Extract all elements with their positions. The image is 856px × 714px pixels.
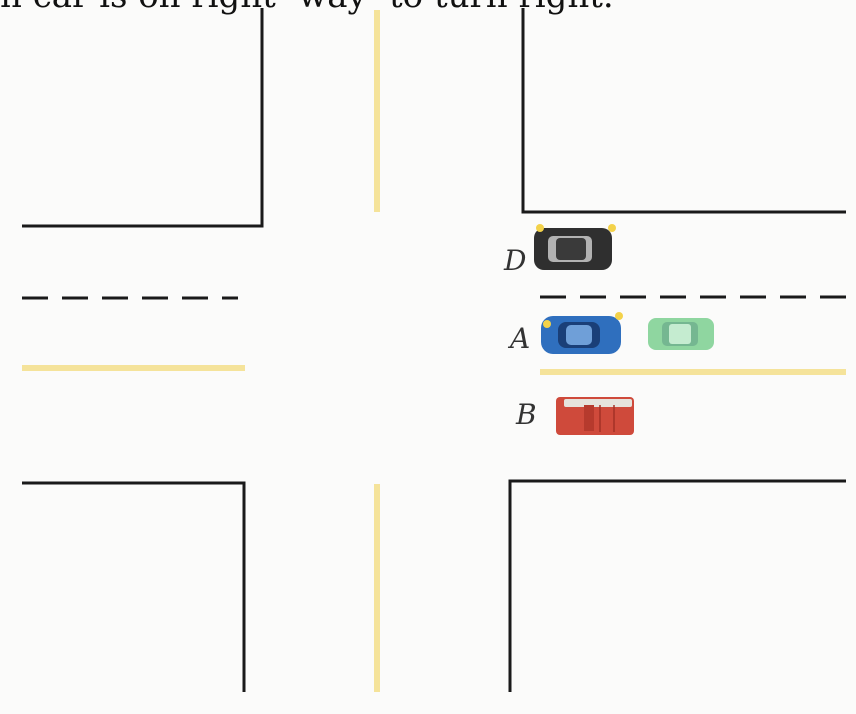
block-bottom-right bbox=[508, 479, 846, 692]
car-b: B bbox=[515, 397, 634, 435]
block-bottom-left bbox=[22, 481, 246, 692]
car-a-label: A bbox=[507, 322, 530, 355]
car-green bbox=[648, 318, 714, 350]
car-d-label: D bbox=[503, 244, 526, 277]
block-top-right bbox=[521, 8, 846, 214]
car-a: A bbox=[507, 312, 623, 355]
car-b-label: B bbox=[515, 398, 537, 431]
header-caption: n car is on right- way- to turn right. bbox=[0, 0, 856, 16]
block-top-left bbox=[22, 8, 264, 228]
car-d: D bbox=[503, 224, 616, 277]
